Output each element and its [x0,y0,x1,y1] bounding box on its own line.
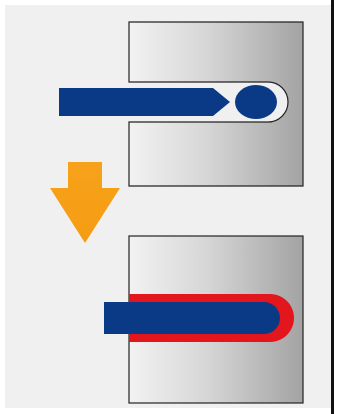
top-block-upper [128,21,304,187]
bottom-tool [104,302,280,334]
tool-shaft [59,88,230,116]
top-tool [59,85,277,119]
arrow-down-icon [50,162,120,243]
bottom-tool-shaft [104,302,280,334]
frame-right-border [331,0,334,414]
top-workpiece [128,21,304,187]
tool-tip [235,85,277,119]
